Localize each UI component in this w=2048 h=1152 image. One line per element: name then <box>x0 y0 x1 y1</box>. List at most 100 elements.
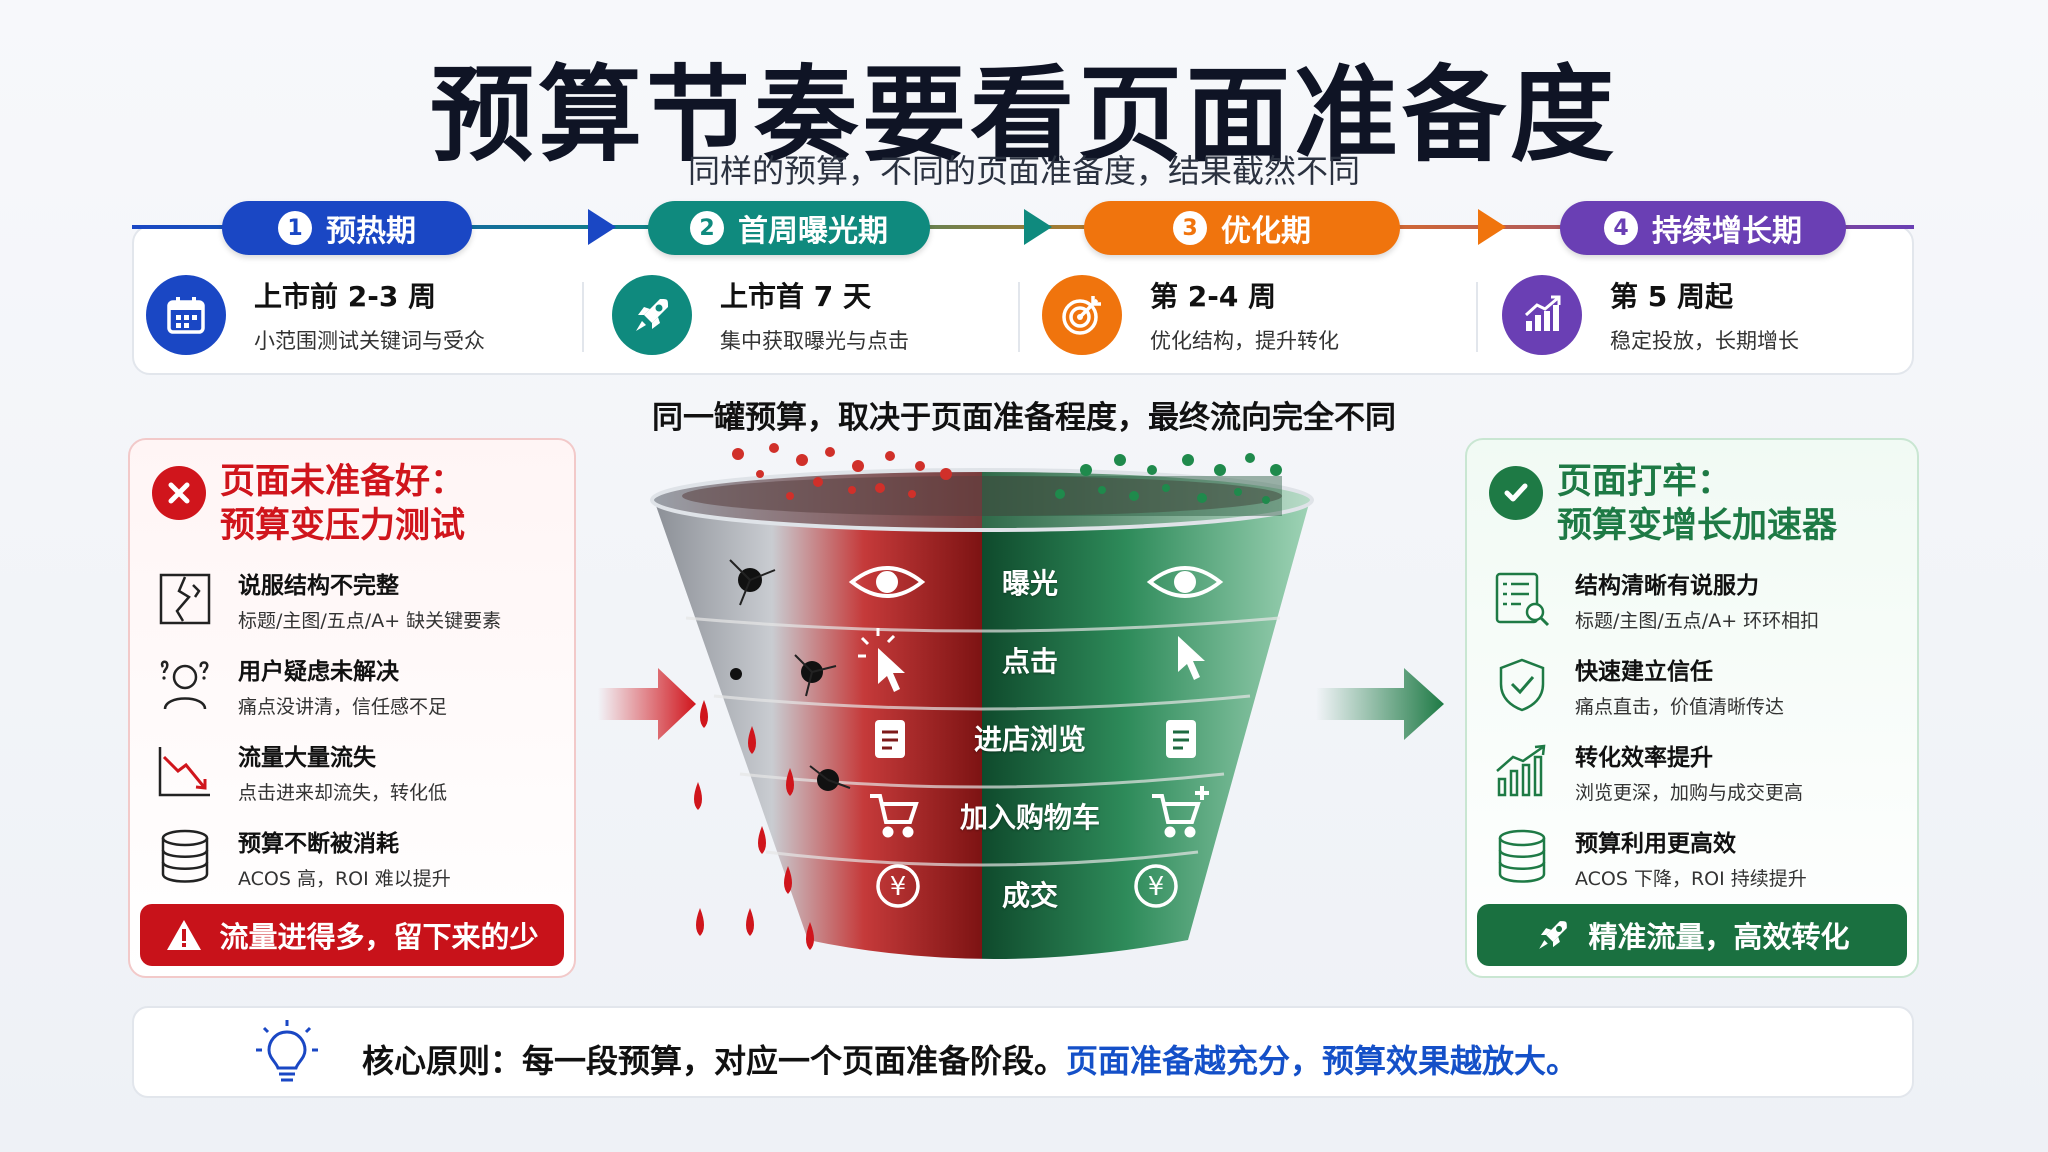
row-title: 快速建立信任 <box>1575 658 1713 685</box>
row-title: 转化效率提升 <box>1575 744 1713 771</box>
phase-head: 第 2-4 周 <box>1150 280 1277 313</box>
budget-droplets <box>732 443 1282 504</box>
down-trend-icon <box>154 740 216 802</box>
row-title: 预算不断被消耗 <box>238 830 399 857</box>
principle-text: 核心原则：每一段预算，对应一个页面准备阶段。页面准备越充分，预算效果越放大。 <box>362 1036 1578 1082</box>
phase-detail-4: 第 5 周起 稳定投放，长期增长 <box>1502 270 1799 360</box>
right-panel: 页面打牢： 预算变增长加速器 结构清晰有说服力 标题/主图/五点/A+ 环环相扣… <box>1465 438 1919 978</box>
phase-pill-4: 4 持续增长期 <box>1560 201 1846 255</box>
title-line: 预算变增长加速器 <box>1557 506 1838 546</box>
page-title: 预算节奏要看页面准备度 <box>429 54 1618 176</box>
stage-label-exposure: 曝光 <box>1001 567 1058 600</box>
left-panel: 页面未准备好： 预算变压力测试 说服结构不完整 标题/主图/五点/A+ 缺关键要… <box>128 438 576 978</box>
phase-desc: 集中获取曝光与点击 <box>720 329 909 353</box>
row-desc: 标题/主图/五点/A+ 缺关键要素 <box>238 609 502 632</box>
right-item-2: 快速建立信任 痛点直击，价值清晰传达 <box>1491 650 1784 720</box>
row-title: 结构清晰有说服力 <box>1575 572 1759 599</box>
svg-text:¥: ¥ <box>890 872 907 902</box>
calendar-icon <box>146 275 226 355</box>
page-subtitle: 同样的预算，不同的页面准备度，结果截然不同 <box>687 152 1360 190</box>
principle-highlight: 页面准备越充分，预算效果越放大。 <box>1066 1042 1579 1080</box>
banner-text: 精准流量，高效转化 <box>1588 920 1850 954</box>
page-icon <box>875 720 905 758</box>
divider <box>1018 282 1020 352</box>
eye-icon <box>1146 566 1224 598</box>
divider <box>1476 282 1478 352</box>
phase-detail-1: 上市前 2-3 周 小范围测试关键词与受众 <box>146 270 485 360</box>
phase-name: 优化期 <box>1221 214 1311 249</box>
phase-desc: 优化结构，提升转化 <box>1150 329 1339 353</box>
row-desc: 痛点没讲清，信任感不足 <box>238 695 448 718</box>
row-desc: ACOS 高，ROI 难以提升 <box>238 867 451 890</box>
error-x-icon <box>152 466 206 520</box>
broken-frame-icon <box>154 568 216 630</box>
stage-label-click: 点击 <box>1001 645 1058 678</box>
row-title: 说服结构不完整 <box>238 572 399 599</box>
core-principle: 核心原则：每一段预算，对应一个页面准备阶段。页面准备越充分，预算效果越放大。 <box>132 1006 1914 1098</box>
coin-stack-icon <box>154 826 216 888</box>
rocket-icon <box>612 275 692 355</box>
bar-growth-icon <box>1491 740 1553 802</box>
warning-icon <box>167 920 202 950</box>
phase-pill-3: 3 优化期 <box>1084 201 1400 255</box>
arrow-right-icon <box>1478 209 1506 245</box>
left-item-1: 说服结构不完整 标题/主图/五点/A+ 缺关键要素 <box>154 564 501 634</box>
check-circle-icon <box>1489 466 1543 520</box>
document-search-icon <box>1491 568 1553 630</box>
left-item-2: 用户疑虑未解决 痛点没讲清，信任感不足 <box>154 650 447 720</box>
shield-check-icon <box>1491 654 1553 716</box>
rocket-icon <box>1539 921 1568 949</box>
phase-name: 首周曝光期 <box>738 214 888 249</box>
svg-text:¥: ¥ <box>1148 872 1165 902</box>
phase-number: 4 <box>1604 211 1638 245</box>
row-title: 用户疑虑未解决 <box>238 658 399 685</box>
row-desc: 痛点直击，价值清晰传达 <box>1575 695 1785 718</box>
phase-name: 预热期 <box>326 214 416 249</box>
phase-detail-2: 上市首 7 天 集中获取曝光与点击 <box>612 270 909 360</box>
divider <box>582 282 584 352</box>
funnel-caption: 同一罐预算，取决于页面准备程度，最终流向完全不同 <box>652 400 1396 436</box>
right-banner: 精准流量，高效转化 <box>1477 904 1907 966</box>
coin-stack-icon <box>1491 826 1553 888</box>
cart-icon <box>870 794 919 838</box>
phase-head: 第 5 周起 <box>1610 280 1733 313</box>
row-desc: 点击进来却流失，转化低 <box>238 781 448 804</box>
right-item-3: 转化效率提升 浏览更深，加购与成交更高 <box>1491 736 1803 806</box>
phase-head: 上市前 2-3 周 <box>254 280 437 313</box>
arrow-right-icon <box>1024 209 1052 245</box>
phase-desc: 小范围测试关键词与受众 <box>254 329 485 353</box>
timeline-connector <box>132 225 1914 229</box>
phase-pill-2: 2 首周曝光期 <box>648 201 930 255</box>
arrow-out-funnel-icon <box>1316 668 1444 740</box>
cursor-icon <box>858 628 905 692</box>
yen-icon: ¥ <box>876 864 920 908</box>
leaking-drops <box>694 700 814 950</box>
page-icon <box>1166 720 1196 758</box>
left-item-3: 流量大量流失 点击进来却流失，转化低 <box>154 736 447 806</box>
row-title: 流量大量流失 <box>238 744 376 771</box>
eye-icon <box>848 566 926 598</box>
confused-user-icon <box>154 654 216 716</box>
row-title: 预算利用更高效 <box>1575 830 1736 857</box>
phase-number: 3 <box>1173 211 1207 245</box>
title-line: 页面打牢： <box>1557 462 1733 502</box>
stage-label-browse: 进店浏览 <box>973 723 1086 756</box>
left-panel-title: 页面未准备好： 预算变压力测试 <box>220 460 465 548</box>
growth-chart-icon <box>1502 275 1582 355</box>
title-line: 预算变压力测试 <box>220 506 466 546</box>
arrow-into-funnel-icon <box>598 668 696 740</box>
stage-label-cart: 加入购物车 <box>959 801 1100 834</box>
right-item-1: 结构清晰有说服力 标题/主图/五点/A+ 环环相扣 <box>1491 564 1819 634</box>
right-item-4: 预算利用更高效 ACOS 下降，ROI 持续提升 <box>1491 822 1807 892</box>
phase-desc: 稳定投放，长期增长 <box>1610 329 1799 353</box>
arrow-right-icon <box>588 209 616 245</box>
phase-detail-3: 第 2-4 周 优化结构，提升转化 <box>1042 270 1339 360</box>
row-desc: 浏览更深，加购与成交更高 <box>1575 781 1804 804</box>
row-desc: ACOS 下降，ROI 持续提升 <box>1575 867 1807 890</box>
right-panel-title: 页面打牢： 预算变增长加速器 <box>1557 460 1837 548</box>
stage-label-deal: 成交 <box>1001 879 1058 912</box>
phase-head: 上市首 7 天 <box>720 280 871 313</box>
phase-name: 持续增长期 <box>1652 214 1802 249</box>
phase-pill-1: 1 预热期 <box>222 201 472 255</box>
cart-plus-icon <box>1152 786 1209 838</box>
